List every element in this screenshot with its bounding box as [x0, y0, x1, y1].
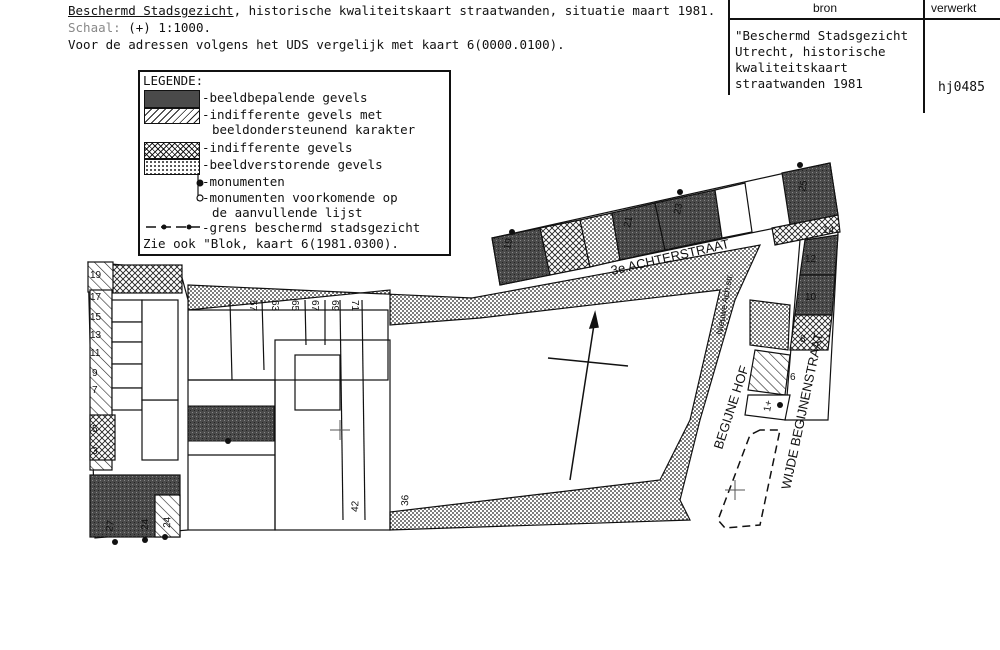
- house-number: 71: [349, 300, 360, 312]
- house-number: 19: [90, 270, 102, 281]
- north-arrow-icon: [547, 310, 629, 481]
- map-scale: Schaal: (+) 1:1000.: [68, 19, 728, 36]
- legend-swatch-dark: [144, 90, 200, 108]
- legend-item: -grens beschermd stadsgezicht: [202, 220, 421, 235]
- right-building-column: [744, 231, 839, 421]
- legend-title: LEGENDE:: [143, 73, 204, 88]
- legend-item: -monumenten voorkomende op: [202, 190, 398, 205]
- legend-item: beeldondersteunend karakter: [212, 122, 416, 137]
- house-number: 7: [92, 385, 98, 396]
- legend-item: -beeldverstorende gevels: [202, 157, 383, 172]
- scale-label: Schaal:: [68, 20, 121, 35]
- house-number: 24: [162, 516, 173, 528]
- map-legend: LEGENDE: -beeldbepalende gevels -indiffe…: [138, 70, 451, 256]
- house-number: 65: [289, 300, 300, 312]
- house-number: 57: [247, 300, 258, 312]
- house-number: 63: [269, 300, 280, 312]
- house-number: 14: [823, 225, 835, 236]
- house-number: 13: [90, 330, 102, 341]
- left-building-column: [87, 261, 189, 539]
- info-divider-top: [728, 18, 1000, 20]
- house-number: 10: [805, 292, 817, 303]
- info-box: bron verwerkt "Beschermd Stadsgezicht Ut…: [728, 0, 1000, 113]
- house-number: 24: [140, 518, 151, 530]
- scale-value: 1:1000.: [158, 20, 212, 35]
- house-number: 67: [309, 300, 320, 312]
- house-number: 12: [805, 254, 817, 265]
- house-number: 25: [797, 179, 810, 193]
- dark-strip-middle: [178, 405, 275, 442]
- house-number: 3: [92, 446, 98, 457]
- verwerkt-header: verwerkt: [931, 1, 977, 15]
- house-number: 1+: [762, 399, 775, 412]
- house-number: 42: [350, 500, 361, 512]
- legend-item: de aanvullende lijst: [212, 205, 363, 220]
- house-number: 36: [400, 494, 411, 506]
- street-label-begijnehof: BEGIJNE HOF: [711, 364, 752, 451]
- legend-item: -indifferente gevels: [202, 140, 353, 155]
- house-number: 19: [502, 237, 515, 251]
- legend-item: -indifferente gevels met: [202, 107, 383, 122]
- monument-markers: [112, 162, 803, 545]
- map-title-underlined: Beschermd Stadsgezicht: [68, 3, 234, 18]
- begijnehof-dashed-outline: [717, 429, 781, 529]
- top-right-building-row: [491, 162, 841, 286]
- legend-footer: Zie ook "Blok, kaart 6(1981.0300).: [143, 236, 399, 251]
- legend-item: -monumenten: [202, 174, 285, 189]
- bron-header: bron: [813, 1, 838, 15]
- monument-symbol-icon: [196, 173, 204, 202]
- house-number: 9: [92, 368, 98, 379]
- house-number: 21: [622, 215, 635, 229]
- block-dotted-border: [187, 244, 762, 531]
- house-number: 5: [92, 424, 98, 435]
- house-number: 27: [104, 519, 117, 533]
- source-text: "Beschermd Stadsgezicht Utrecht, histori…: [735, 28, 909, 91]
- map-note: Voor de adressen volgens het UDS vergeli…: [68, 37, 565, 52]
- legend-swatch-crosshatch: [144, 142, 200, 159]
- house-number: 8: [800, 334, 806, 345]
- info-divider-mid: [923, 0, 925, 113]
- boundary-line-icon: [146, 224, 200, 230]
- house-number: 11: [90, 348, 101, 359]
- map-title-rest: , historische kwaliteitskaart straatwand…: [233, 3, 716, 18]
- house-number: 17: [90, 292, 102, 303]
- house-number: 15: [90, 312, 102, 323]
- scale-symbol: (+): [128, 20, 151, 35]
- map-header: Beschermd Stadsgezicht, historische kwal…: [68, 2, 728, 53]
- legend-swatch-dots: [144, 159, 200, 175]
- info-divider-left: [728, 0, 730, 95]
- reference-cross-icons: [330, 420, 745, 500]
- house-number: 6: [790, 372, 796, 383]
- legend-item: -beeldbepalende gevels: [202, 90, 368, 105]
- legend-swatch-hatch: [144, 108, 200, 124]
- map-title: Beschermd Stadsgezicht, historische kwal…: [68, 2, 728, 19]
- house-number: 69: [329, 300, 340, 312]
- house-number: 23: [672, 202, 685, 216]
- house-number-labels: 19 21 23 25 14 12 10 8 6 1+ 19 17 15 13 …: [90, 179, 835, 533]
- document-code: hj0485: [938, 80, 985, 95]
